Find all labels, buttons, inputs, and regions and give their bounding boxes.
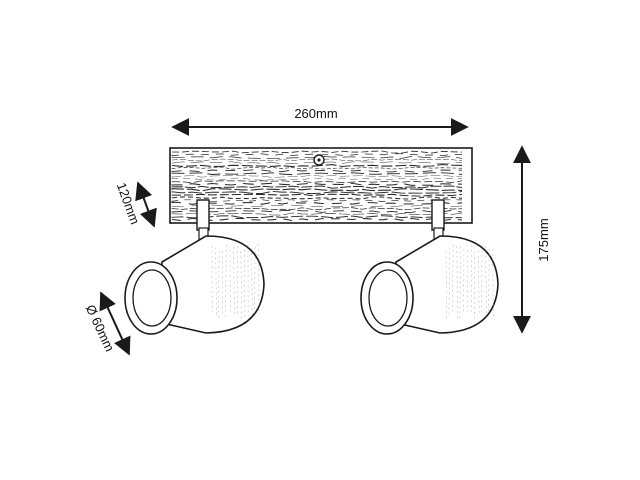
body-shade-line	[237, 246, 239, 315]
body-shade-line	[448, 247, 450, 316]
wood-grain-line	[171, 180, 463, 184]
right-body-texture	[445, 244, 494, 320]
wood-grain-line	[171, 158, 463, 162]
body-shade-line	[481, 245, 483, 316]
wood-grain-line	[171, 185, 463, 189]
wood-grain-line	[171, 155, 463, 159]
left-spotlight-body	[161, 235, 265, 334]
body-shade-line	[485, 246, 487, 315]
left-spotlight	[124, 199, 265, 335]
body-shade-line	[240, 251, 242, 320]
wood-grain-line	[171, 188, 463, 192]
wood-grain-line	[171, 204, 463, 208]
wood-grain-line	[171, 174, 463, 178]
body-shade-line	[251, 248, 253, 317]
wood-grain-line	[171, 196, 463, 200]
wood-grain-line	[171, 177, 463, 181]
left-spotlight-lens	[132, 269, 172, 327]
wood-grain-line	[171, 166, 463, 170]
wood-grain-line	[171, 217, 463, 222]
height-dimension: 175mm	[513, 145, 551, 334]
body-shade-line	[215, 247, 217, 316]
body-shade-line	[222, 251, 223, 314]
body-shade-line	[456, 245, 458, 319]
diameter-dimension: Ø 60mm	[83, 291, 131, 356]
wood-grain-line	[171, 182, 463, 186]
wood-grain-line	[171, 212, 463, 216]
wood-grain-line	[171, 172, 463, 176]
wood-grain-line	[171, 207, 463, 211]
wood-grain-line	[171, 215, 463, 219]
body-shade-line	[488, 249, 490, 314]
right-spotlight	[360, 199, 499, 335]
width-dimension: 260mm	[171, 106, 469, 136]
wood-grain-line	[171, 163, 463, 168]
body-shade-line	[445, 251, 447, 320]
wood-grain-line	[171, 199, 463, 202]
wood-grain-line	[171, 169, 463, 173]
wood-grain-line	[171, 150, 463, 154]
body-shade-line	[478, 250, 480, 314]
wood-grain-line	[171, 190, 463, 195]
body-shade-line	[218, 250, 220, 320]
right-spotlight-body	[395, 235, 499, 334]
body-shade-line	[459, 246, 461, 320]
wood-grain-line	[171, 201, 463, 205]
right-spotlight-arm	[431, 199, 445, 231]
right-spotlight-lens	[368, 269, 408, 327]
depth-label: 120mm	[114, 181, 143, 227]
depth-dimension: 120mm	[114, 181, 157, 228]
body-shade-line	[233, 246, 235, 315]
wooden-base-plate	[169, 147, 473, 224]
left-body-texture	[211, 244, 260, 320]
wood-grain-line	[171, 193, 463, 197]
body-shade-line	[254, 246, 256, 317]
body-shade-line	[225, 244, 227, 319]
width-label: 260mm	[294, 106, 337, 121]
height-label: 175mm	[536, 218, 551, 261]
left-spotlight-arm	[196, 199, 210, 231]
wood-grain-line	[171, 153, 463, 157]
body-shade-line	[229, 250, 231, 315]
wood-grain-texture	[171, 150, 463, 222]
wood-grain-line	[171, 161, 463, 164]
body-shade-line	[452, 244, 454, 314]
diameter-label: Ø 60mm	[83, 302, 118, 354]
wood-grain-line	[171, 209, 463, 213]
